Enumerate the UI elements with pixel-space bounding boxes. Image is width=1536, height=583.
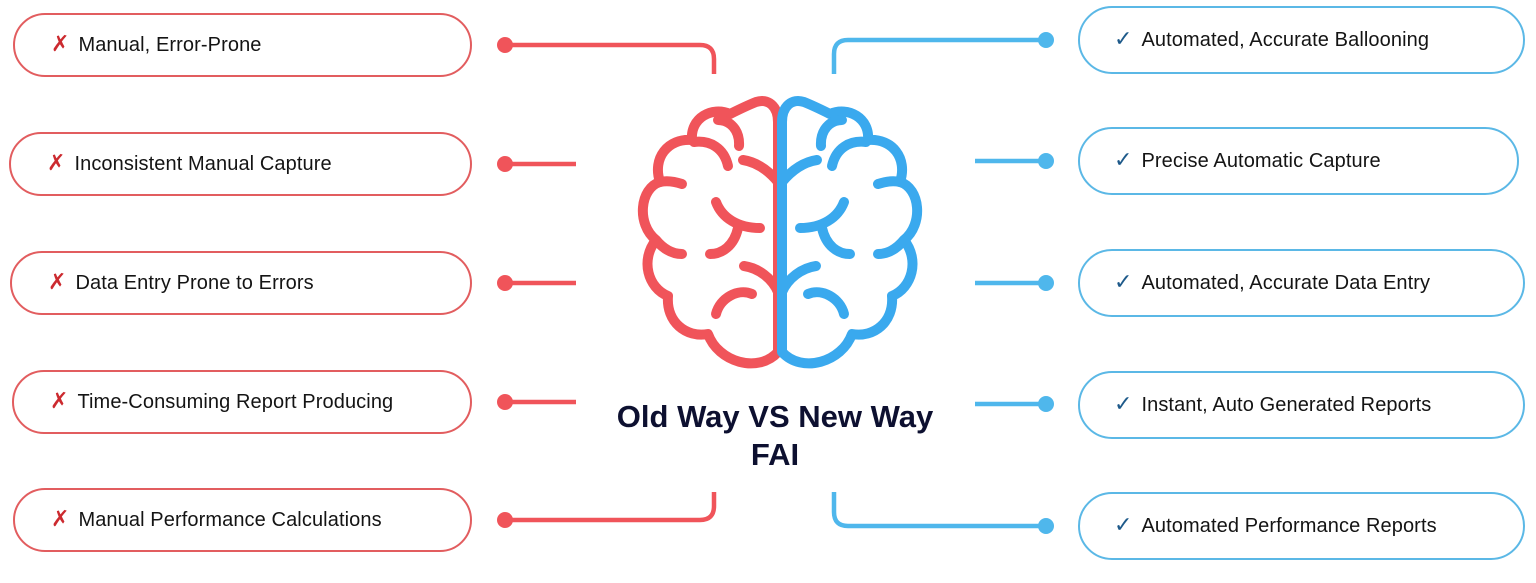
- check-mark-icon: ✓: [1114, 270, 1133, 295]
- new-way-item: ✓ Automated, Accurate Data Entry: [1078, 249, 1525, 317]
- brain-right-hemisphere-icon: [777, 96, 922, 369]
- old-way-item: ✗ Inconsistent Manual Capture: [9, 132, 472, 196]
- new-connector-dot-2: [1038, 153, 1054, 169]
- diagram-title: Old Way VS New Way: [616, 399, 934, 434]
- new-connector-dot-5: [1038, 518, 1054, 534]
- diagram-subtitle: FAI: [750, 437, 800, 472]
- old-way-item: ✗ Data Entry Prone to Errors: [10, 251, 472, 315]
- new-way-item-label: Automated Performance Reports: [1141, 514, 1437, 537]
- new-connector-1: [831, 37, 1046, 74]
- old-way-item: ✗ Manual, Error-Prone: [13, 13, 472, 77]
- new-connector-5: [831, 492, 1046, 529]
- new-way-item-label: Automated, Accurate Data Entry: [1141, 271, 1431, 294]
- new-way-item: ✓ Automated, Accurate Ballooning: [1078, 6, 1525, 74]
- old-connector-dot-3: [497, 275, 513, 291]
- old-way-item: ✗ Time-Consuming Report Producing: [12, 370, 472, 434]
- check-mark-icon: ✓: [1114, 513, 1133, 538]
- old-connector-1: [505, 42, 717, 74]
- cross-mark-icon: ✗: [51, 507, 70, 532]
- check-mark-icon: ✓: [1114, 148, 1133, 173]
- check-mark-icon: ✓: [1114, 392, 1133, 417]
- new-way-item: ✓ Instant, Auto Generated Reports: [1078, 371, 1525, 439]
- brain-icon: [638, 96, 922, 369]
- old-way-item-label: Manual Performance Calculations: [78, 508, 382, 531]
- old-way-item-label: Time-Consuming Report Producing: [77, 390, 394, 413]
- old-way-item-label: Inconsistent Manual Capture: [74, 152, 332, 175]
- new-connector-dot-1: [1038, 32, 1054, 48]
- brain-left-hemisphere-icon: [638, 96, 783, 369]
- old-way-item-label: Manual, Error-Prone: [78, 33, 262, 56]
- old-connector-dot-2: [497, 156, 513, 172]
- cross-mark-icon: ✗: [51, 32, 70, 57]
- old-connector-5: [505, 492, 717, 523]
- old-way-item: ✗ Manual Performance Calculations: [13, 488, 472, 552]
- cross-mark-icon: ✗: [47, 151, 66, 176]
- old-connector-dot-4: [497, 394, 513, 410]
- old-connector-dot-5: [497, 512, 513, 528]
- cross-mark-icon: ✗: [50, 389, 69, 414]
- new-connector-dot-3: [1038, 275, 1054, 291]
- new-way-item-label: Precise Automatic Capture: [1141, 149, 1381, 172]
- cross-mark-icon: ✗: [48, 270, 67, 295]
- new-way-item: ✓ Precise Automatic Capture: [1078, 127, 1519, 195]
- new-way-item-label: Automated, Accurate Ballooning: [1141, 28, 1430, 51]
- new-way-item: ✓ Automated Performance Reports: [1078, 492, 1525, 560]
- new-connector-dot-4: [1038, 396, 1054, 412]
- check-mark-icon: ✓: [1114, 27, 1133, 52]
- old-way-item-label: Data Entry Prone to Errors: [75, 271, 314, 294]
- old-connector-dot-1: [497, 37, 513, 53]
- new-way-item-label: Instant, Auto Generated Reports: [1141, 393, 1432, 416]
